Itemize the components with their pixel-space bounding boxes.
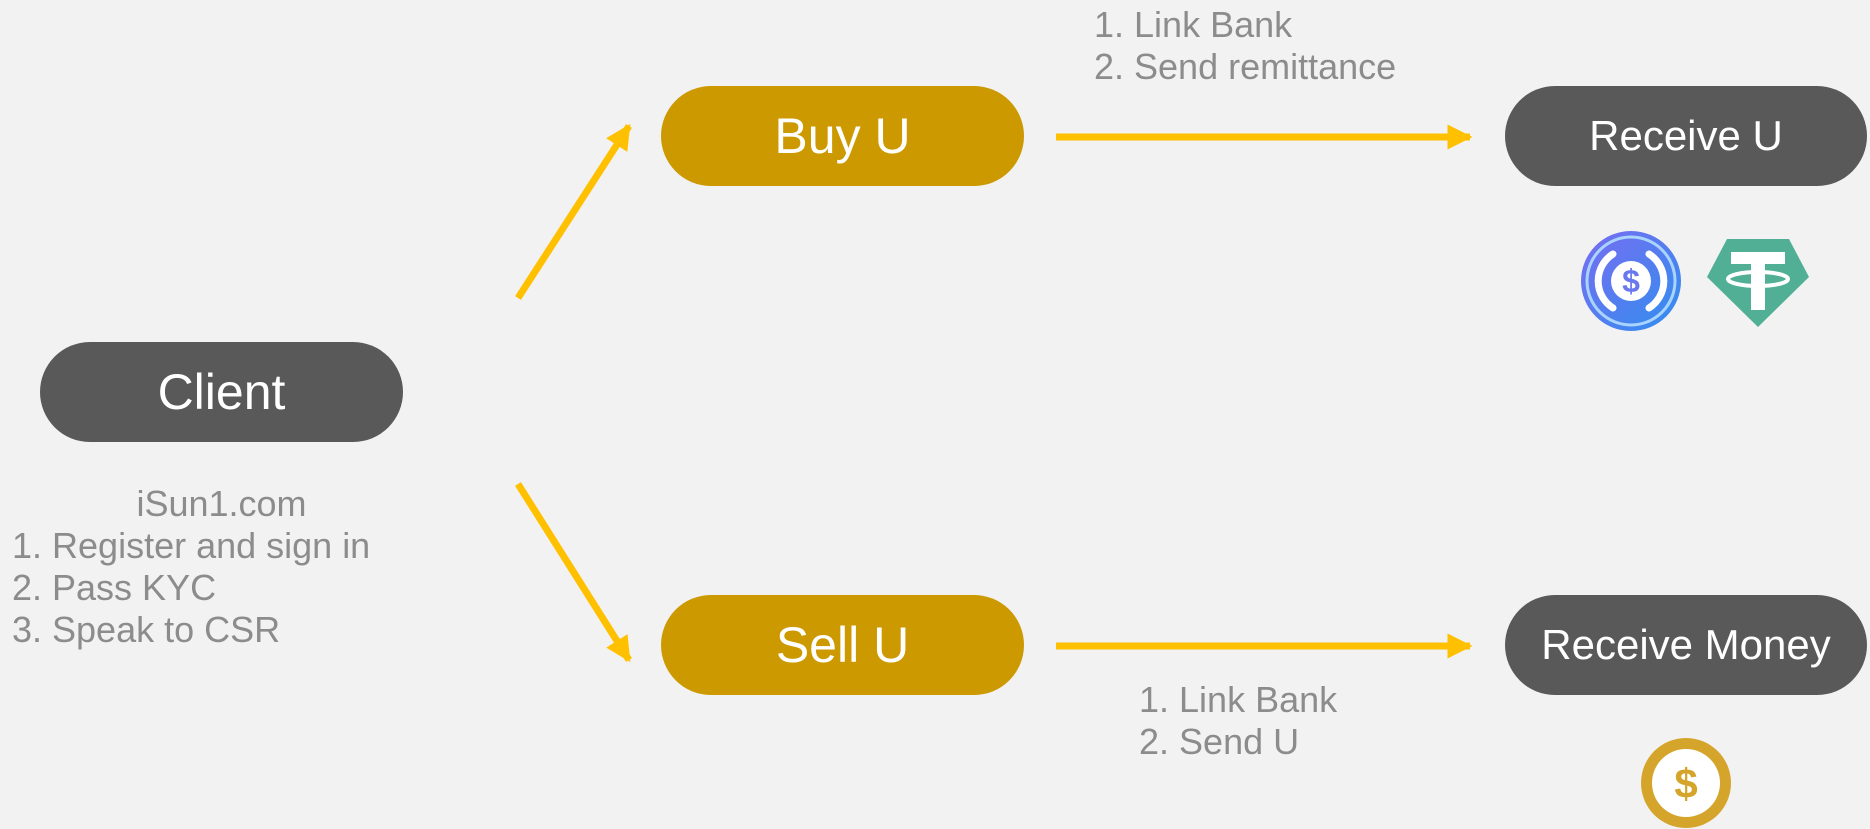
buy-step-2: 2. Send remittance — [1094, 46, 1397, 87]
arrow-client-to-buy — [515, 123, 632, 300]
dollar-coin-icon: $ — [1641, 738, 1731, 828]
sell-step-2-text: Send U — [1179, 721, 1300, 762]
buy-step-1: 1. Link Bank — [1094, 4, 1293, 45]
usdc-coin-icon: $ — [1581, 231, 1681, 331]
client-step-2: 2. Pass KYC — [12, 567, 217, 608]
sell-step-2-num: 2. — [1139, 721, 1170, 762]
receive-u-label: Receive U — [1589, 112, 1783, 159]
client-site-text: iSun1.com — [136, 483, 307, 524]
buy-u-node: Buy U — [661, 86, 1024, 186]
sell-u-node: Sell U — [661, 595, 1024, 695]
client-step-1: 1. Register and sign in — [12, 525, 371, 566]
sell-u-label: Sell U — [775, 617, 910, 673]
svg-text:$: $ — [1622, 263, 1640, 299]
sell-step-1: 1.Link Bank — [1139, 679, 1337, 721]
receive-money-label: Receive Money — [1541, 621, 1831, 668]
sell-step-1-text: Link Bank — [1179, 679, 1338, 720]
sell-step-1-num: 1. — [1139, 679, 1170, 720]
client-node: Client — [40, 342, 403, 442]
receive-u-node: Receive U — [1505, 86, 1867, 186]
tether-coin-icon — [1707, 239, 1809, 327]
client-label: Client — [157, 364, 286, 420]
svg-text:$: $ — [1674, 760, 1697, 807]
sell-step-2: 2.Send U — [1139, 721, 1299, 763]
receive-money-node: Receive Money — [1505, 595, 1867, 695]
arrow-client-to-sell — [515, 482, 632, 663]
buy-u-label: Buy U — [774, 108, 911, 164]
client-step-3: 3. Speak to CSR — [12, 609, 281, 650]
